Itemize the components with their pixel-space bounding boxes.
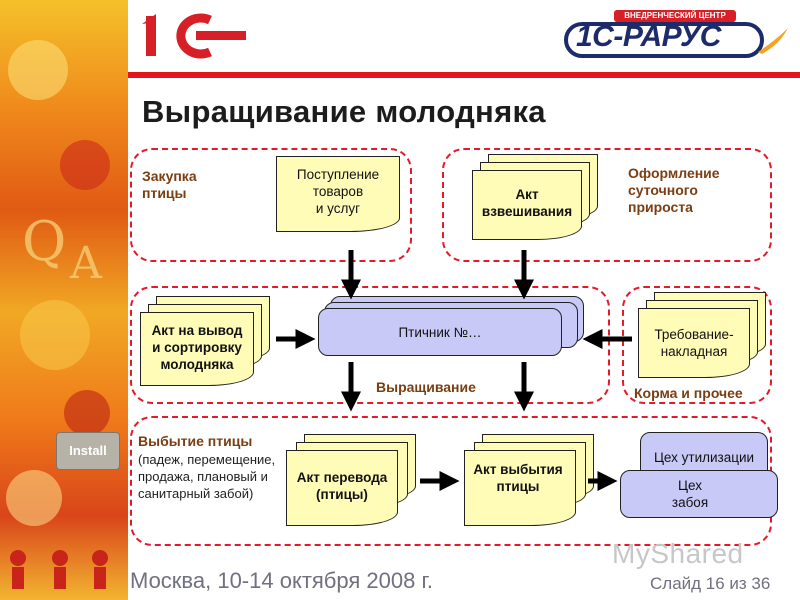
doc-line: (птицы) — [316, 487, 368, 502]
decor-circle — [64, 390, 110, 436]
doc-disposal — [464, 450, 576, 526]
doc-disposal-text: Акт выбытия птицы — [464, 452, 572, 504]
doc-line: Поступление — [296, 166, 380, 182]
1c-rarus-logo: ВНЕДРЕНЧЕСКИЙ ЦЕНТР 1С-РАРУС — [560, 8, 792, 60]
decor-figures-icon — [10, 550, 108, 589]
slide-title: Выращивание молодняка — [142, 94, 546, 129]
footer-location-date: Москва, 10-14 октября 2008 г. — [130, 568, 433, 593]
doc-goods-receipt-text: Поступление товаров и услуг — [276, 158, 400, 224]
label-feed: Корма и прочее — [634, 385, 743, 401]
decor-circle — [20, 300, 90, 370]
decor-circle — [60, 140, 110, 190]
decor-letter-q: Q — [22, 210, 67, 273]
doc-weighing-text: Акт взвешивания — [472, 172, 582, 234]
label-daily-gain: Оформление суточного прироста — [628, 165, 720, 215]
install-text: Install — [69, 443, 107, 458]
recycling-shop-label: Цех утилизации — [653, 449, 755, 465]
label-disposal-title: Выбытие птицы — [138, 433, 253, 449]
decor-letter-a: A — [70, 238, 102, 289]
proc-line: Цех — [678, 478, 702, 493]
doc-requisition-text: Требование- накладная — [638, 312, 750, 374]
doc-line: товаров — [312, 183, 364, 199]
rarus-badge: ВНЕДРЕНЧЕСКИЙ ЦЕНТР — [614, 10, 736, 22]
doc-line: накладная — [660, 344, 728, 359]
group-purchase — [130, 148, 412, 262]
poultry-house-label: Птичник №… — [398, 324, 482, 340]
slaughter-shop-label: Цех забоя — [620, 472, 760, 516]
doc-line: и сортировку — [152, 339, 242, 355]
header-divider — [128, 72, 800, 78]
left-decorative-strip: Q A Install — [0, 0, 128, 600]
poultry-house-box — [318, 308, 562, 356]
proc-line: забоя — [671, 495, 709, 510]
1c-logo: 1С — [142, 13, 246, 59]
label-growing: Выращивание — [376, 379, 476, 395]
slide-counter: Слайд 16 из 36 — [650, 574, 771, 593]
label-disposal-detail: (падеж, перемещение, продажа, плановый и… — [138, 452, 276, 501]
doc-line: молодняка — [160, 356, 234, 372]
group-feed — [622, 286, 772, 404]
doc-transfer — [286, 450, 398, 526]
install-box-icon: Install — [56, 432, 120, 470]
watermark: MyShared — [612, 538, 744, 569]
decor-circle — [8, 40, 68, 100]
doc-line: Акт на вывод — [151, 322, 243, 338]
doc-line: Требование- — [654, 327, 734, 342]
rarus-swoosh-icon — [758, 28, 788, 54]
doc-withdrawal — [140, 312, 254, 386]
doc-goods-receipt — [276, 156, 400, 232]
doc-line: птицы — [496, 479, 540, 494]
rarus-text: 1С-РАРУС — [576, 20, 721, 53]
rarus-oval — [564, 22, 764, 58]
doc-requisition — [638, 308, 750, 378]
group-growing — [130, 286, 610, 404]
doc-transfer-text: Акт перевода (птицы) — [286, 452, 398, 520]
doc-withdrawal-text: Акт на вывод и сортировку молодняка — [140, 314, 254, 380]
doc-line: Акт перевода — [296, 470, 388, 485]
group-daily-gain — [442, 148, 772, 262]
doc-line: взвешивания — [481, 204, 573, 219]
label-purchase: Закупка птицы — [142, 168, 197, 201]
doc-line: и услуг — [315, 200, 361, 216]
decor-circle — [6, 470, 62, 526]
doc-line: Акт выбытия — [473, 462, 563, 477]
doc-weighing — [472, 170, 582, 240]
doc-line: Акт — [515, 187, 539, 202]
slaughter-shop-box — [620, 470, 778, 518]
